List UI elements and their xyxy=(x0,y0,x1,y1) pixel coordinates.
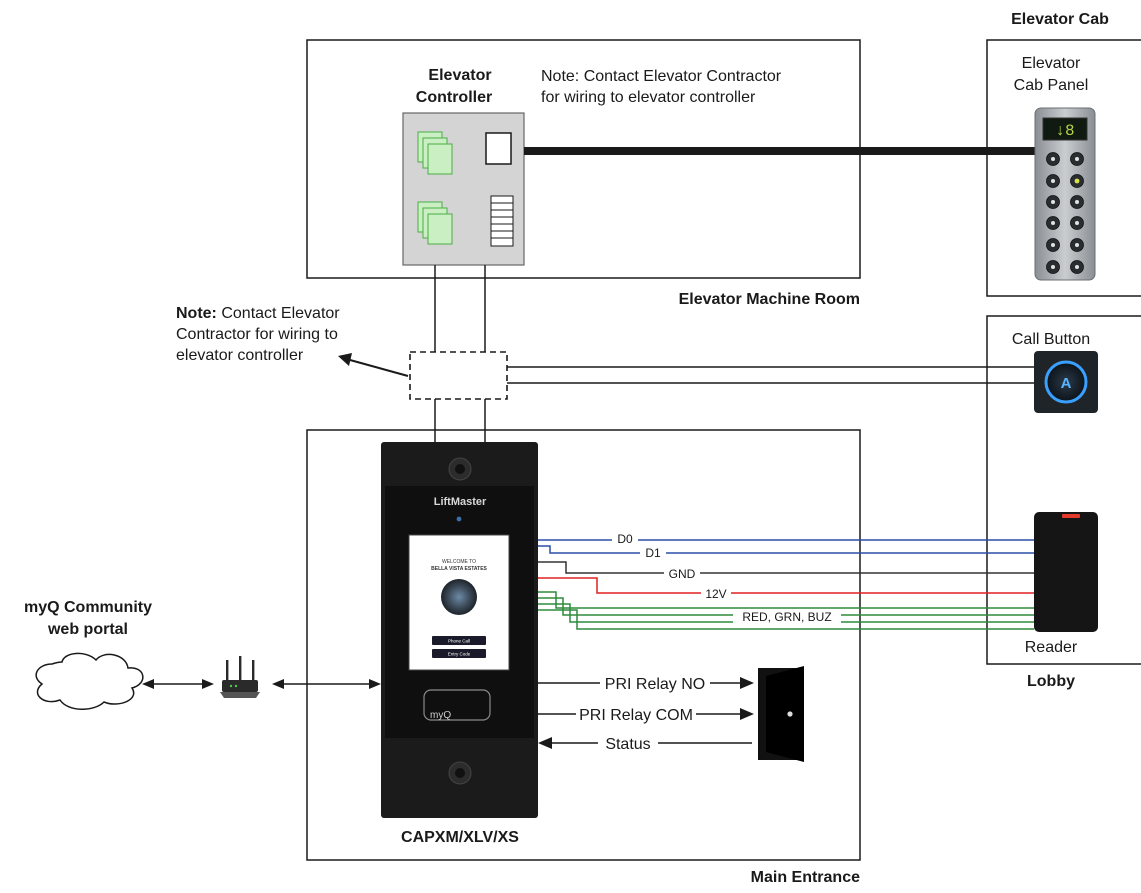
relay-no-label: PRI Relay NO xyxy=(605,676,705,693)
side-note-line-3: elevator controller xyxy=(176,347,304,364)
controller-note-1: Note: Contact Elevator Contractor xyxy=(541,68,782,85)
call-button-label: Call Button xyxy=(1012,331,1090,348)
capxm-device: LiftMaster WELCOME TO BELLA VISTA ESTATE… xyxy=(381,442,538,818)
call-button-glyph: A xyxy=(1061,375,1072,392)
wire-gnd xyxy=(537,561,1034,574)
wire-gnd-label: GND xyxy=(669,567,696,581)
screen-entry-button xyxy=(432,649,486,658)
cab-panel-label-1: Elevator xyxy=(1022,55,1081,72)
side-note-line-1: Note: Contact Elevator xyxy=(176,305,340,322)
screen-photo xyxy=(441,579,477,615)
myq-logo: myQ xyxy=(430,710,451,721)
relay-com-label: PRI Relay COM xyxy=(579,707,693,724)
side-note-arrow xyxy=(338,353,409,377)
wire-d0-label: D0 xyxy=(617,532,633,546)
elevator-cab-label: Elevator Cab xyxy=(1011,11,1109,28)
controller-note-2: for wiring to elevator controller xyxy=(541,89,756,106)
reader-wire-labels: D0 D1 GND 12V RED, GRN, BUZ xyxy=(612,531,841,624)
status-label: Status xyxy=(605,736,650,753)
wire-d1-label: D1 xyxy=(645,546,661,560)
elevator-cab-box xyxy=(986,39,1141,297)
router-icon xyxy=(220,656,260,698)
wire-d1 xyxy=(537,545,1034,554)
reader-label: Reader xyxy=(1025,639,1078,656)
wire-led-label: RED, GRN, BUZ xyxy=(742,610,831,624)
cloud-icon xyxy=(35,652,144,710)
card-reader xyxy=(1034,512,1098,632)
portal-label-2: web portal xyxy=(47,621,128,638)
cloud-router-link xyxy=(142,679,214,689)
call-button: A xyxy=(1034,351,1098,413)
controller-terminal-strip xyxy=(490,195,514,247)
side-note-line-2: Contractor for wiring to xyxy=(176,326,338,343)
controller-board-top xyxy=(417,131,453,175)
door-icon xyxy=(758,666,804,762)
screen-welcome: WELCOME TO xyxy=(442,559,476,565)
lobby-label: Lobby xyxy=(1027,673,1075,690)
device-model-label: CAPXM/XLV/XS xyxy=(401,829,519,846)
wire-led-1 xyxy=(537,591,1034,609)
cab-panel-label-2: Cab Panel xyxy=(1014,77,1089,94)
brand-logo: LiftMaster xyxy=(434,496,487,508)
camera-icon xyxy=(456,516,462,522)
junction-box xyxy=(409,351,508,400)
floor-display: ↓8 xyxy=(1055,122,1074,140)
screen-property: BELLA VISTA ESTATES xyxy=(431,566,487,572)
svg-text:Entry Code: Entry Code xyxy=(448,652,471,657)
screen-phone-button xyxy=(432,636,486,645)
router-device-link xyxy=(272,679,381,689)
elevator-controller xyxy=(402,112,525,266)
wire-12v xyxy=(537,577,1034,594)
controller-label-2: Controller xyxy=(416,89,492,106)
relay-wires: PRI Relay NO PRI Relay COM Status xyxy=(537,676,754,753)
svg-text:Phone Call: Phone Call xyxy=(448,639,470,644)
controller-board-bottom xyxy=(417,201,453,245)
wire-12v-label: 12V xyxy=(705,587,726,601)
panel-button-glyphs xyxy=(1051,157,1080,269)
prox-reader-area xyxy=(423,689,491,721)
lobby-box xyxy=(986,315,1141,665)
machine-room-box xyxy=(306,39,861,279)
main-entrance-label: Main Entrance xyxy=(751,869,860,886)
machine-room-label: Elevator Machine Room xyxy=(679,291,860,308)
wire-led-4 xyxy=(537,609,1034,630)
main-entrance-box xyxy=(306,429,861,861)
portal-label-1: myQ Community xyxy=(24,599,152,616)
device-touchscreen: WELCOME TO BELLA VISTA ESTATES Phone Cal… xyxy=(408,534,510,671)
controller-port xyxy=(485,132,512,165)
elevator-cab-panel: ↓8 xyxy=(1034,107,1096,281)
controller-label-1: Elevator xyxy=(428,67,491,84)
